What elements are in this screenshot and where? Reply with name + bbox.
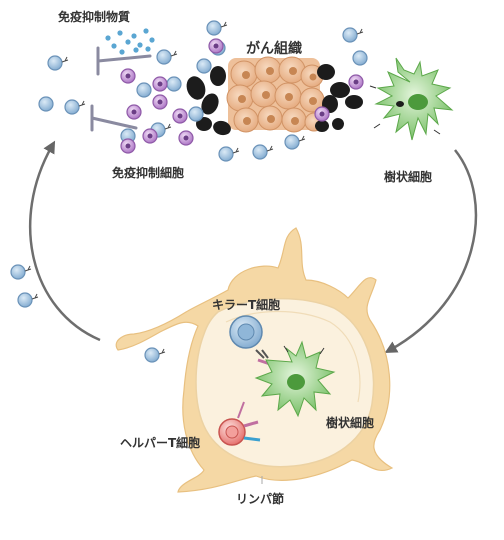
cycle-arrows xyxy=(29,140,478,354)
immunosuppressive-dots xyxy=(105,28,155,55)
label-dendritic-cell-top: 樹状細胞 xyxy=(384,170,433,184)
label-helper-t-cell: ヘルパーT細胞 xyxy=(120,436,201,450)
black-cells xyxy=(186,64,363,136)
dendritic-cell-node xyxy=(254,340,336,418)
killer-t-cell xyxy=(229,315,271,366)
t-cell-receptors xyxy=(24,21,364,355)
label-lymph-node: リンパ節 xyxy=(236,492,285,506)
arrow-to-lymph-node xyxy=(384,149,478,354)
inhibition-bars xyxy=(90,46,152,132)
arrow-to-tumor xyxy=(29,140,101,342)
label-immunosuppressive-substance: 免疫抑制物質 xyxy=(58,10,131,24)
label-immunosuppressive-cell: 免疫抑制細胞 xyxy=(112,166,185,180)
helper-t-cell xyxy=(218,401,261,446)
label-killer-t-cell: キラーT細胞 xyxy=(212,298,281,312)
label-cancer-tissue: がん組織 xyxy=(246,41,302,57)
dendritic-cell-top xyxy=(369,57,454,141)
suppressor-nuclei xyxy=(125,43,359,149)
label-dendritic-cell-node: 樹状細胞 xyxy=(326,416,375,430)
tumor-tissue xyxy=(226,56,325,133)
